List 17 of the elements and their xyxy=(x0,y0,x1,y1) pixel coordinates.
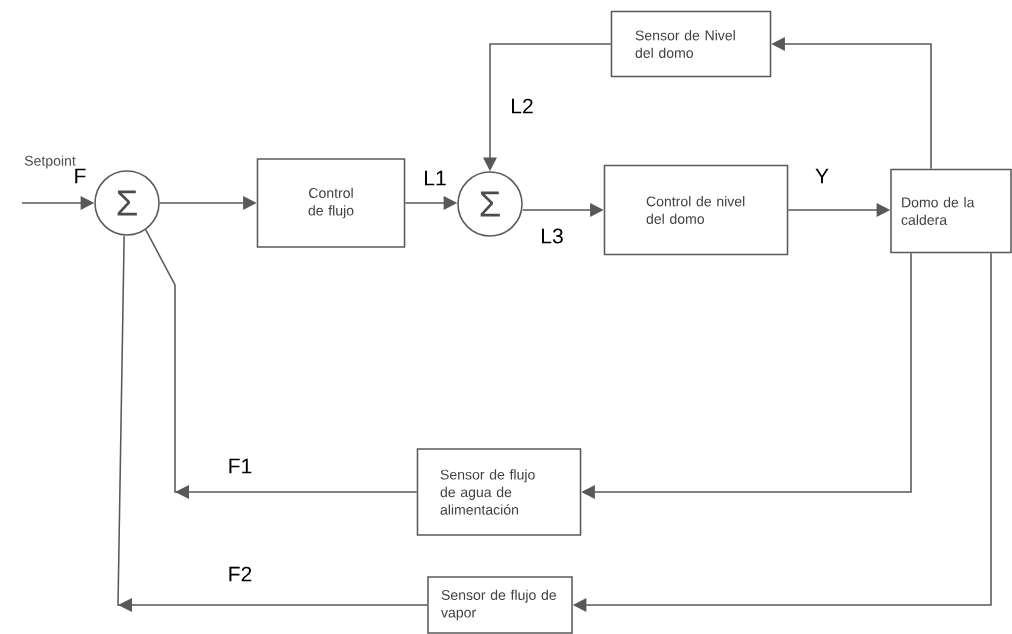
arrow xyxy=(117,234,428,612)
edge-label: L2 xyxy=(508,97,536,115)
process-box: Sensor de Nivel del domo xyxy=(610,10,772,78)
arrow xyxy=(145,229,418,499)
process-box: Control de nivel del domo xyxy=(603,164,789,256)
edge-label: F xyxy=(72,167,88,185)
edge-label: F2 xyxy=(226,565,254,583)
edge-label: L3 xyxy=(538,227,566,245)
edge-label: F1 xyxy=(226,457,254,475)
process-box: Domo de la caldera xyxy=(890,168,1012,254)
process-box: Control de flujo xyxy=(256,158,406,248)
edge-label: L1 xyxy=(421,169,449,187)
summing-junction: Σ xyxy=(457,171,523,237)
input-label: Setpoint xyxy=(24,155,76,169)
process-box: Sensor de flujo de agua de alimentación xyxy=(416,448,582,536)
process-box: Sensor de flujo de vapor xyxy=(427,576,573,634)
summing-junction: Σ xyxy=(94,170,160,236)
